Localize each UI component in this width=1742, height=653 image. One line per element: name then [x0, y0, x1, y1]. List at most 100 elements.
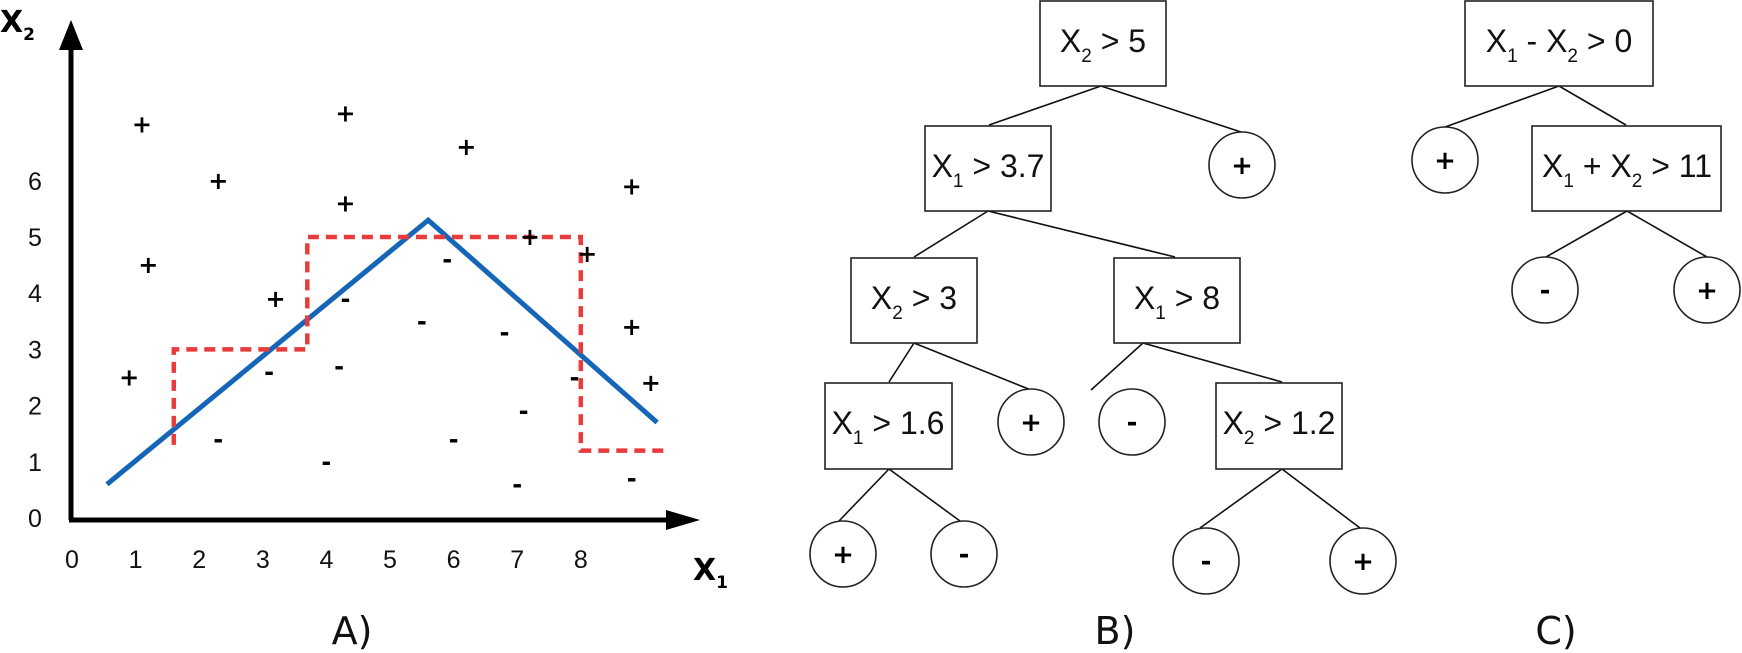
tree-edge [838, 468, 890, 522]
positive-point: + [335, 189, 355, 217]
tree-edge [988, 85, 1102, 126]
negative-point: - [512, 470, 522, 498]
positive-point: + [208, 167, 228, 195]
positive-point: + [520, 223, 540, 251]
x-axis-title-subscript: 1 [716, 573, 728, 593]
negative-point: - [519, 397, 529, 425]
panel-label-b: B) [1095, 609, 1136, 653]
decision-boundaries [105, 216, 670, 487]
tree-node-x2-gt-5: X2 > 5 [1039, 0, 1167, 87]
y-tick-label: 2 [28, 393, 42, 421]
negative-point: - [569, 364, 579, 392]
tree-leaf-positive: + [1411, 126, 1479, 194]
data-points: +++++++++++++------------- [119, 99, 661, 498]
tree-edge [1100, 85, 1242, 133]
svg-text:+: + [1020, 408, 1042, 438]
tree-edge [888, 468, 961, 522]
x-tick-label: 8 [574, 546, 588, 574]
x-tick-label: 6 [447, 546, 461, 574]
oblique-boundary [105, 216, 659, 487]
negative-point: - [449, 425, 459, 453]
tree-leaf-negative: - [1511, 256, 1579, 324]
tree-leaf-positive: + [809, 520, 877, 588]
tree-edge [1545, 210, 1628, 258]
svg-text:X1 > 8: X1 > 8 [1134, 280, 1220, 324]
tree-edge [1281, 468, 1361, 529]
svg-text:X1 > 3.7: X1 > 3.7 [932, 148, 1045, 192]
axis-parallel-boundary [171, 234, 670, 453]
svg-text:+: + [832, 540, 854, 570]
svg-text:+: + [1231, 151, 1253, 181]
svg-text:+: + [1352, 547, 1374, 577]
x-axis-title: X1 [693, 553, 728, 593]
tree-leaf-negative: - [1172, 527, 1240, 595]
svg-text:X2 > 3: X2 > 3 [871, 280, 957, 324]
tree-edge [888, 342, 915, 383]
negative-point: - [417, 307, 427, 335]
tree-leaf-negative: - [930, 520, 998, 588]
positive-point: + [119, 364, 139, 392]
positive-point: + [622, 172, 642, 200]
tree-edge [987, 210, 1176, 258]
tree-edge [1626, 210, 1708, 258]
tree-node-x1-gt-3-7: X1 > 3.7 [924, 125, 1052, 212]
negative-point: - [442, 245, 452, 273]
svg-text:+: + [1696, 276, 1718, 306]
positive-point: + [138, 251, 158, 279]
x-tick-label: 3 [256, 546, 270, 574]
x-tick-label: 2 [192, 546, 206, 574]
tree-leaf-positive: + [1208, 131, 1276, 199]
y-tick-label: 0 [28, 505, 42, 533]
y-tick-label: 3 [28, 336, 42, 364]
tree-leaf-positive: + [1673, 256, 1741, 324]
tree-edge [1090, 342, 1144, 391]
y-axis-arrowhead [59, 20, 83, 50]
tree-node-x2-gt-1-2: X2 > 1.2 [1215, 382, 1343, 470]
x-tick-label: 0 [65, 546, 79, 574]
positive-point: + [456, 133, 476, 161]
tree-node-x1-plus-x2-gt-11: X1 + X2 > 11 [1531, 125, 1722, 212]
svg-text:+: + [1434, 146, 1456, 176]
panel-label-c: C) [1535, 609, 1576, 653]
svg-text:-: - [1540, 276, 1551, 306]
tree-leaf-positive: + [997, 388, 1065, 456]
tree-edge [1142, 342, 1283, 383]
svg-text:-: - [1201, 547, 1212, 577]
x-tick-label: 4 [319, 546, 333, 574]
negative-point: - [340, 285, 350, 313]
y-axis-title: X2 [0, 5, 35, 45]
svg-text:X1 + X2 > 11: X1 + X2 > 11 [1542, 148, 1712, 192]
tree-edge [1199, 468, 1283, 529]
tree-edge [913, 342, 1032, 391]
svg-text:X2 > 1.2: X2 > 1.2 [1223, 405, 1336, 449]
panel-c-tree: X1 - X2 > 0 X1 + X2 > 11 + - + C) [1411, 0, 1741, 653]
tree-leaf-positive: + [1329, 527, 1397, 595]
y-tick-labels: 0 1 2 3 4 5 6 [28, 168, 42, 533]
positive-point: + [335, 99, 355, 127]
svg-text:X2 > 5: X2 > 5 [1060, 23, 1146, 67]
negative-point: - [334, 352, 344, 380]
positive-point: + [132, 111, 152, 139]
tree-node-x2-gt-3: X2 > 3 [850, 257, 978, 344]
svg-text:-: - [959, 540, 970, 570]
y-tick-label: 6 [28, 168, 42, 196]
x-tick-label: 7 [510, 546, 524, 574]
y-tick-label: 5 [28, 224, 42, 252]
tree-node-x1-gt-8: X1 > 8 [1113, 257, 1241, 344]
x-tick-label: 1 [129, 546, 143, 574]
tree-node-x1-minus-x2-gt-0: X1 - X2 > 0 [1464, 0, 1654, 87]
panel-label-a: A) [332, 609, 373, 653]
y-tick-label: 1 [28, 449, 42, 477]
y-tick-label: 4 [28, 280, 42, 308]
tree-edge [913, 210, 989, 258]
svg-text:X1 > 1.6: X1 > 1.6 [832, 405, 945, 449]
positive-point: + [265, 285, 285, 313]
tree-leaf-negative: - [1098, 388, 1166, 456]
negative-point: - [264, 358, 274, 386]
negative-point: - [213, 425, 223, 453]
negative-point: - [499, 319, 509, 347]
svg-text:X1 - X2 > 0: X1 - X2 > 0 [1486, 23, 1633, 67]
